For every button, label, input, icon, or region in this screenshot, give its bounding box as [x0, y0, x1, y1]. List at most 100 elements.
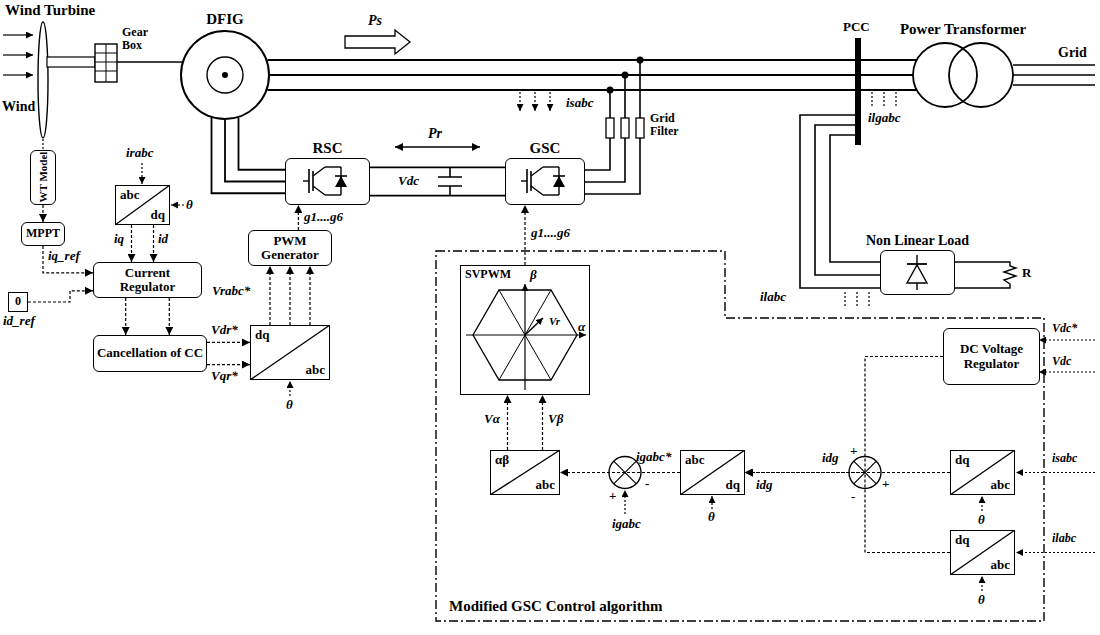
signal-line [524, 205, 525, 265]
gear-box [95, 44, 117, 82]
rotor-circle [207, 57, 243, 93]
signal-label: igabc* [636, 450, 671, 464]
node-sublabel: abc [536, 478, 556, 492]
transform-box: αβabc [490, 450, 560, 495]
signal-label: Wind Turbine [5, 3, 95, 19]
signal-line [169, 298, 170, 335]
node-label: GSC [530, 140, 561, 157]
signal-label: ilabc [760, 290, 786, 304]
signal-line [42, 139, 43, 149]
signal-label: Vβ [548, 412, 563, 426]
grid-wire [585, 75, 625, 182]
signal-line [42, 205, 43, 222]
wind-arrow [3, 34, 33, 35]
signal-label: ilabc [1052, 532, 1076, 545]
generator-outline [181, 31, 269, 119]
signal-arrow [981, 576, 982, 591]
control-region: Modified GSC Control algorithmSVPWMDC Vo… [435, 250, 1045, 622]
power-line [239, 118, 286, 170]
node-sublabel: abc [991, 558, 1011, 572]
power-line [370, 166, 505, 168]
node-label: Current Regulator [96, 266, 199, 295]
power-line [267, 59, 916, 61]
power-line [370, 195, 505, 197]
generator-shaft [117, 61, 182, 63]
signal-label: + [850, 444, 857, 458]
signal-label: Vr [549, 316, 560, 328]
node-label: DFIG [206, 11, 244, 28]
diagonal-line [680, 450, 745, 495]
signal-arrow [141, 163, 142, 184]
diode-bar [907, 263, 927, 265]
signal-line [153, 225, 154, 262]
signal-label: Vdc [1052, 355, 1071, 368]
igbt-symbol [303, 167, 347, 195]
process-box: MPPT [21, 222, 65, 246]
signal-label: θ [286, 398, 293, 412]
signal-line [745, 473, 950, 553]
signal-line [289, 266, 290, 325]
svpwm-box: SVPWM [460, 265, 590, 395]
reference-vector [525, 318, 543, 335]
signal-label: g1....g6 [304, 210, 343, 224]
process-box: DC Voltage Regulator [943, 328, 1040, 385]
node-label: 0 [15, 295, 21, 308]
transform-box: abc dq [680, 450, 745, 495]
node-label: abc [685, 453, 705, 467]
load-wire [815, 125, 880, 275]
signal-label: isabc [1052, 452, 1077, 465]
current-sensor [872, 92, 896, 108]
power-arrow [395, 146, 480, 147]
signal-label: θ [978, 513, 985, 527]
signal-label: + [882, 477, 889, 491]
wind-arrow [3, 54, 33, 55]
signal-label: - [645, 477, 649, 491]
dc-capacitor [438, 167, 462, 196]
transform-box: dqabc [250, 325, 330, 380]
signal-label: Vqr* [211, 369, 238, 383]
signal-label: Grid Filter [650, 112, 690, 137]
signal-line [298, 205, 299, 230]
signal-label: R [1022, 266, 1031, 280]
signal-label: g1....g6 [531, 226, 570, 240]
signal-label: irabc [126, 146, 153, 160]
wind-arrow [3, 74, 33, 75]
signal-label: Vdr* [211, 323, 238, 337]
signal-label: Pr [428, 127, 442, 142]
signal-label: igabc [612, 517, 641, 531]
signal-line [131, 225, 132, 262]
signal-arrow [289, 381, 290, 396]
signal-label: Vα [484, 412, 500, 426]
transformer-symbol: Power Transformer [913, 40, 1013, 110]
load-box: Non Linear Load [880, 250, 955, 295]
grid-line [1013, 65, 1095, 85]
turbine-shaft [47, 57, 95, 67]
grid-wire [585, 60, 640, 194]
resistor-symbol [955, 262, 1016, 288]
signal-line [207, 364, 250, 365]
load-wire [800, 115, 880, 288]
diagonal-line [250, 325, 330, 380]
arrow-head [520, 104, 521, 111]
arrow-head [550, 104, 551, 111]
transformer-winding [913, 43, 977, 107]
power-line [267, 89, 916, 91]
node-label: WT Model [37, 152, 49, 203]
signal-label: ilgabc [868, 111, 901, 125]
node-sublabel: abc [991, 478, 1011, 492]
process-box: Cancellation of CC [93, 335, 207, 372]
node-sublabel: dq [726, 478, 740, 492]
constant-box: 0 [8, 292, 28, 312]
node-label: dq [955, 453, 969, 467]
generator-outline [180, 30, 270, 120]
signal-label: Vdc [398, 174, 419, 188]
transformer-winding [949, 43, 1013, 107]
generator-circle: DFIG [180, 30, 270, 120]
signal-label: Vdc* [1052, 322, 1077, 335]
power-line [270, 74, 913, 76]
signal-label: iq_ref [48, 249, 80, 263]
process-box: Current Regulator [93, 262, 202, 298]
turbine-blade [38, 22, 48, 138]
signal-label: idg [822, 451, 839, 465]
